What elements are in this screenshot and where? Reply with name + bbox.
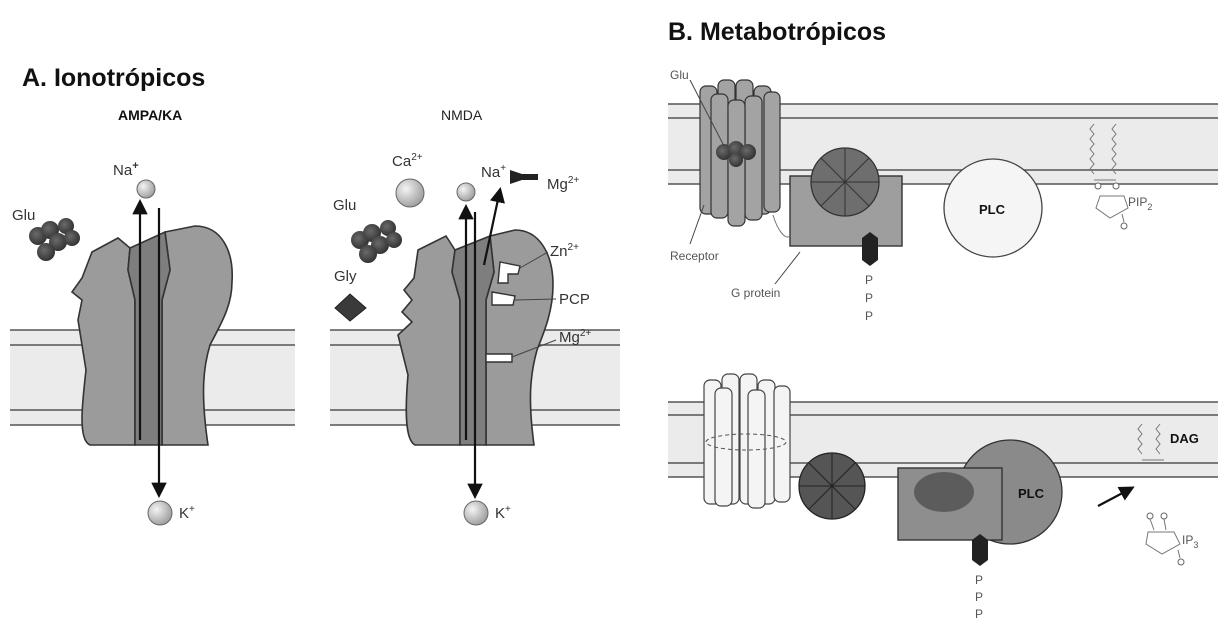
ip3-molecule xyxy=(1146,513,1184,565)
panel-b: B. Metabotrópicos Glu Rece xyxy=(668,18,1218,621)
panel-a: A. Ionotrópicos Glu Na+ xyxy=(10,64,620,525)
ampa-na-ion xyxy=(137,180,155,198)
nmda-gly-molecule xyxy=(335,294,366,321)
ampa-glu-molecule xyxy=(29,218,80,261)
nmda-pcp-label: PCP xyxy=(559,291,590,308)
nmda-k-ion xyxy=(464,501,488,525)
bottom-p3: P xyxy=(975,607,983,621)
top-p1: P xyxy=(865,273,873,287)
ampa-k-label: K+ xyxy=(179,504,195,522)
nmda-glu-label: Glu xyxy=(333,197,356,214)
nmda-gly-label: Gly xyxy=(334,268,357,285)
ip3-label: IP3 xyxy=(1182,533,1198,550)
dag-label: DAG xyxy=(1170,431,1199,446)
nmda-na-ion xyxy=(457,183,475,201)
g-protein-label: G protein xyxy=(731,286,780,300)
nmda-subtitle: NMDA xyxy=(441,107,483,123)
ampa-k-ion xyxy=(148,501,172,525)
nmda-zn-label: Zn2+ xyxy=(550,242,579,260)
nmda-k-label: K+ xyxy=(495,504,511,522)
bottom-p1: P xyxy=(975,573,983,587)
bottom-g-beta-gamma xyxy=(799,453,865,519)
ip3-release-arrow xyxy=(1098,488,1132,506)
panel-b-heading: B. Metabotrópicos xyxy=(668,18,886,46)
nmda-na-label: Na+ xyxy=(481,163,506,181)
nmda-glu-molecule xyxy=(351,220,402,263)
pip2-label: PIP2 xyxy=(1128,195,1152,212)
nmda-mg-top-label: Mg2+ xyxy=(547,175,579,193)
nmda-mg-blocker xyxy=(510,170,538,184)
top-p3: P xyxy=(865,309,873,323)
ampa-glu-label: Glu xyxy=(12,207,35,224)
top-plc-label: PLC xyxy=(979,202,1006,217)
receptor-label: Receptor xyxy=(670,249,719,263)
top-p2: P xyxy=(865,291,873,305)
nmda-ca-label: Ca2+ xyxy=(392,152,423,170)
bottom-p2: P xyxy=(975,590,983,604)
ampa-subtitle: AMPA/KA xyxy=(118,107,182,123)
top-glu-label: Glu xyxy=(670,68,689,82)
panel-a-heading: A. Ionotrópicos xyxy=(22,64,205,92)
nmda-ca-ion xyxy=(396,179,424,207)
ampa-na-label: Na+ xyxy=(113,160,139,179)
bottom-receptor xyxy=(704,374,790,508)
bottom-plc-label: PLC xyxy=(1018,486,1045,501)
